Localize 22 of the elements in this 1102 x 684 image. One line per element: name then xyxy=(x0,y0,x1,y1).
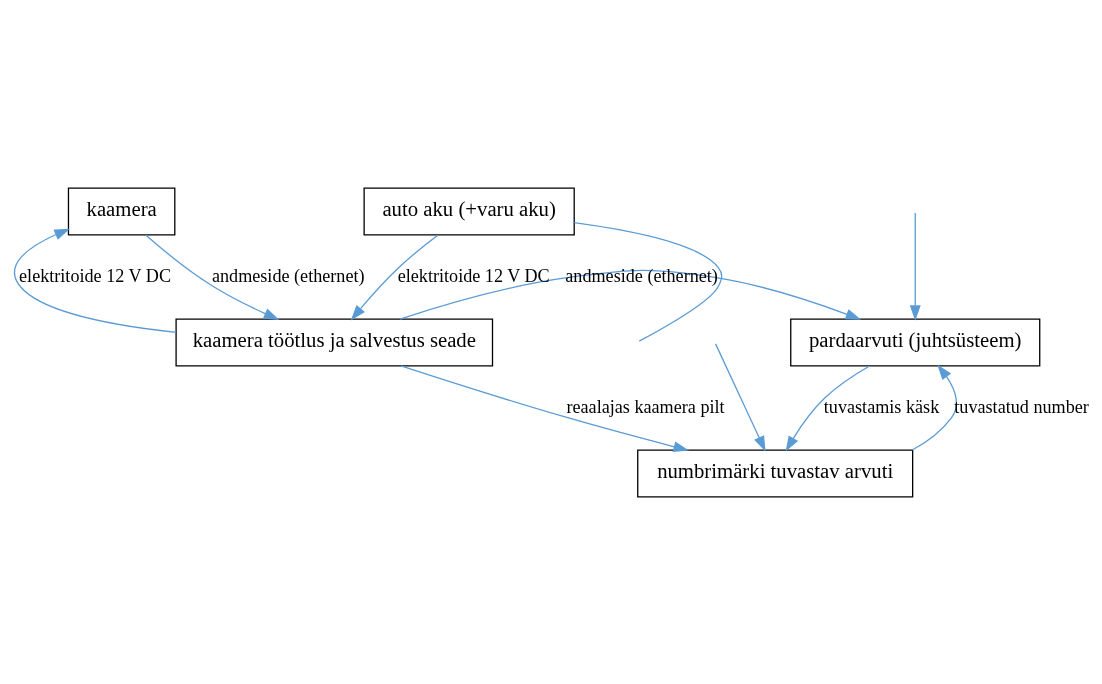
edge-label: elektritoide 12 V DC xyxy=(19,265,172,286)
arrow xyxy=(911,363,958,451)
arrow xyxy=(909,211,921,321)
node-box: kaamera xyxy=(67,187,176,235)
edge-label: elektritoide 12 V DC xyxy=(397,265,550,286)
arrow xyxy=(399,269,862,320)
connector xyxy=(573,221,723,342)
node-box: kaamera töötlus ja salvestus seade xyxy=(175,318,494,366)
edge-label: andmeside (ethernet) xyxy=(211,265,365,286)
node-box: auto aku (+varu aku) xyxy=(363,187,575,235)
edge-label: andmeside (ethernet) xyxy=(565,265,718,286)
edge-label: reaalajas kaamera pilt xyxy=(566,396,725,417)
arrow xyxy=(145,233,280,320)
edge-label: tuvastamis käsk xyxy=(823,396,940,417)
edge-label: tuvastatud number xyxy=(954,396,1089,417)
arrow xyxy=(714,342,766,452)
arrow xyxy=(400,364,689,452)
arrow xyxy=(13,228,177,333)
node-box: pardaarvuti (juhtsüsteem) xyxy=(790,318,1041,366)
arrow xyxy=(785,364,871,452)
node-box: numbrimärki tuvastav arvuti xyxy=(637,449,914,497)
arrow xyxy=(350,233,439,320)
